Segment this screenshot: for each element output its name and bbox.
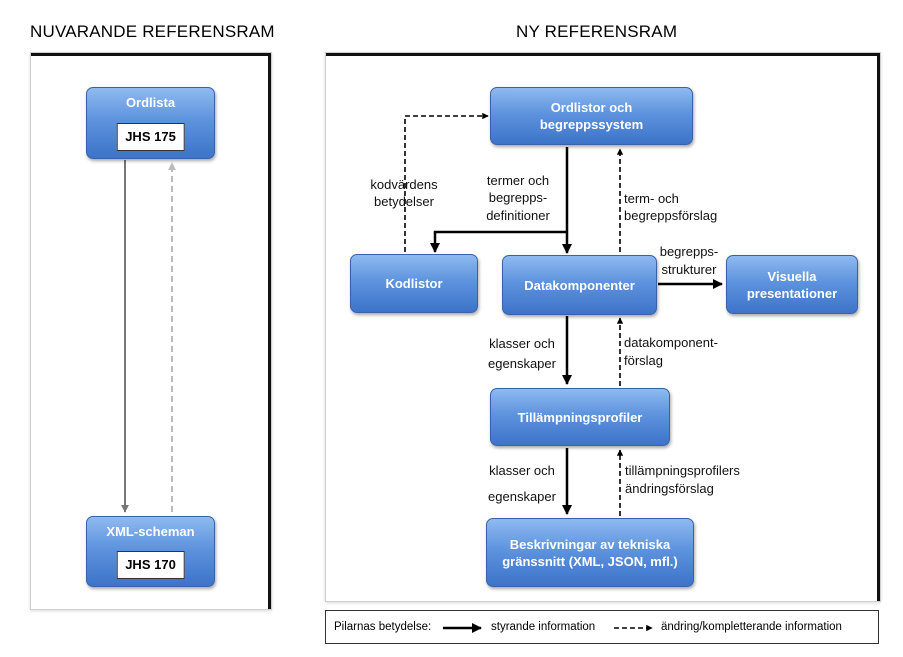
jhs175-tag: JHS 175 (116, 123, 185, 151)
tpforslag-label-1: tillämpningsprofilers (625, 463, 740, 478)
jhs170-tag: JHS 170 (116, 551, 185, 579)
legend-dashed-label: ändring/kompletterande information (661, 621, 842, 633)
klasser1-label-2: egenskaper (488, 356, 556, 371)
tpforslag-label-2: ändringsförslag (625, 481, 714, 496)
current-frame-title: NUVARANDE REFERENSRAM (30, 22, 275, 41)
termforslag-label-1: term- och (624, 191, 679, 206)
termer-branch-arrow (430, 230, 567, 253)
legend-prefix: Pilarnas betydelse: (334, 621, 432, 633)
dkforslag-label-1: datakomponent- (624, 335, 718, 350)
beskrivningar-node: Beskrivningar av tekniska gränssnitt (XM… (486, 518, 694, 587)
ordlista-label: Ordlista (125, 95, 176, 110)
klasser1-label-1: klasser och (489, 336, 555, 351)
termforslag-label-2: begreppsförslag (624, 208, 718, 223)
strukturer-label-1: begrepps- (659, 244, 719, 259)
visuella-node: Visuella presentationer (726, 255, 858, 314)
kodlistor-node: Kodlistor (350, 254, 478, 313)
datakomponenter-node: Datakomponenter (502, 255, 657, 315)
termer-label-1: termer och (486, 173, 550, 188)
arrow-legend: Pilarnas betydelse: styrande information… (325, 610, 879, 644)
termer-label-2: begrepps- (488, 190, 548, 205)
ordlistor-node: Ordlistor och begreppssystem (490, 87, 693, 145)
klasser2-label-2: egenskaper (488, 489, 556, 504)
xml-scheman-label: XML-scheman (106, 524, 195, 539)
kodvardens-label-2: betydelser (374, 194, 434, 209)
kodvardens-label-1: kodvärdens (370, 177, 438, 192)
tillampning-node: Tillämpningsprofiler (490, 388, 670, 446)
termer-label-3: definitioner (486, 208, 550, 223)
xml-scheman-node: XML-scheman JHS 170 (86, 516, 215, 587)
ordlista-node: Ordlista JHS 175 (86, 87, 215, 159)
klasser2-label-1: klasser och (489, 463, 555, 478)
kodvardens-arrow (404, 112, 489, 252)
legend-solid-label: styrande information (491, 621, 596, 633)
dkforslag-label-2: förslag (624, 353, 664, 368)
new-frame-title: NY REFERENSRAM (516, 22, 678, 41)
strukturer-label-2: strukturer (661, 262, 717, 277)
